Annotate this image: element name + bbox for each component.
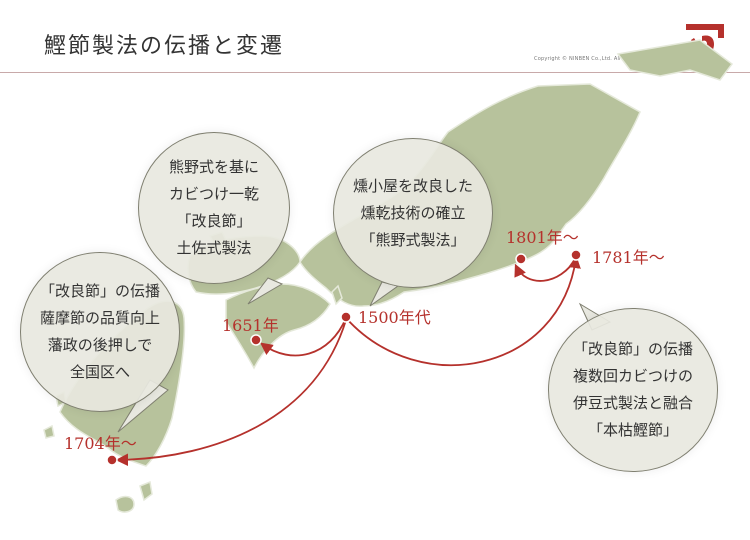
label-kumano: 1500年代 xyxy=(358,308,431,327)
page-title: 鰹節製法の伝播と変遷 xyxy=(44,34,285,59)
label-tosa: 1651年 xyxy=(222,316,279,335)
bubble-izu-line: 伊豆式製法と融合 xyxy=(572,394,693,412)
bubble-tosa-line: 「改良節」 xyxy=(176,212,252,230)
bubble-tosa-line: 土佐式製法 xyxy=(176,239,252,257)
copyright-text: Copyright © NINBEN Co.,Ltd. All Rights R… xyxy=(534,56,668,62)
bubble-izu: 「改良節」の伝播 複数回カビつけの 伊豆式製法と融合 「本枯鰹節」 xyxy=(548,308,718,472)
location-dots xyxy=(106,249,582,466)
bubble-satsuma-line: 「改良節」の伝播 xyxy=(39,282,160,300)
label-izu-west: 1801年～ xyxy=(506,228,579,247)
dot-kumano xyxy=(340,311,352,323)
bubble-izu-line: 複数回カビつけの xyxy=(572,367,693,385)
bubble-izu-line: 「本枯鰹節」 xyxy=(587,421,678,439)
dot-tosa xyxy=(250,334,262,346)
bubble-kumano: 燻小屋を改良した 燻乾技術の確立 「熊野式製法」 xyxy=(333,138,493,288)
bubble-tosa: 熊野式を基に カビつけ一乾 「改良節」 土佐式製法 xyxy=(138,132,290,284)
bubble-satsuma: 「改良節」の伝播 薩摩節の品質向上 藩政の後押しで 全国区へ xyxy=(20,252,180,412)
route-arrows xyxy=(115,255,581,467)
route-izu-east-to-west xyxy=(514,257,577,282)
route-kumano-to-tosa xyxy=(259,317,347,357)
bubble-satsuma-line: 全国区へ xyxy=(69,363,130,381)
route-kumano-to-izu xyxy=(345,255,581,367)
bubble-tosa-line: 熊野式を基に xyxy=(168,158,259,176)
bubble-satsuma-line: 藩政の後押しで xyxy=(47,336,153,354)
label-satsuma: 1704年～ xyxy=(64,434,137,453)
bubble-izu-line: 「改良節」の伝播 xyxy=(572,340,693,358)
header-divider xyxy=(0,72,750,73)
dot-izu-west xyxy=(515,253,527,265)
label-izu-east: 1781年～ xyxy=(592,248,665,267)
dot-satsuma xyxy=(106,454,118,466)
route-kumano-to-satsuma xyxy=(115,319,347,467)
dot-izu-east xyxy=(570,249,582,261)
bubble-tosa-line: カビつけ一乾 xyxy=(168,185,259,203)
bubble-kumano-line: 燻小屋を改良した xyxy=(352,176,473,195)
bubble-kumano-line: 燻乾技術の確立 xyxy=(360,203,466,222)
bubble-satsuma-line: 薩摩節の品質向上 xyxy=(39,309,160,327)
bubble-kumano-line: 「熊野式製法」 xyxy=(360,230,466,249)
